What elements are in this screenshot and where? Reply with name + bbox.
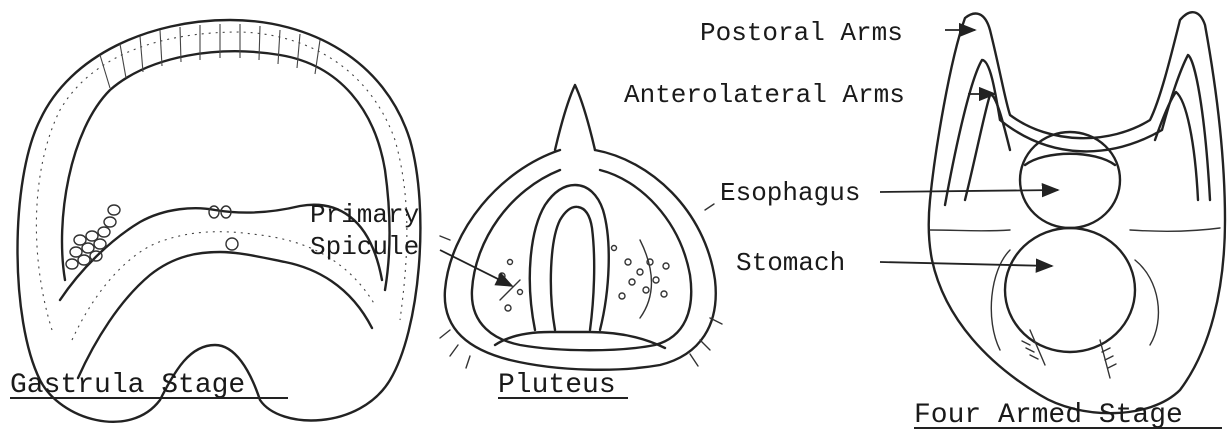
esophagus-arrow <box>880 190 1058 192</box>
stomach-label: Stomach <box>736 248 845 278</box>
primary-spicule-label-line2: Spicule <box>310 232 419 262</box>
primary-spicule-label-line1: Primary <box>310 200 419 230</box>
gastrula-caption: Gastrula Stage <box>10 370 245 401</box>
four-armed-caption: Four Armed Stage <box>914 400 1183 431</box>
anterolateral-arms-label: Anterolateral Arms <box>624 80 905 110</box>
four-armed-drawing <box>929 12 1225 413</box>
stomach-arrow <box>880 262 1052 266</box>
esophagus-label: Esophagus <box>720 178 860 208</box>
pluteus-drawing <box>440 85 722 370</box>
postoral-arms-label: Postoral Arms <box>700 18 903 48</box>
pluteus-caption: Pluteus <box>498 370 616 401</box>
primary-spicule-arrow <box>440 250 512 286</box>
